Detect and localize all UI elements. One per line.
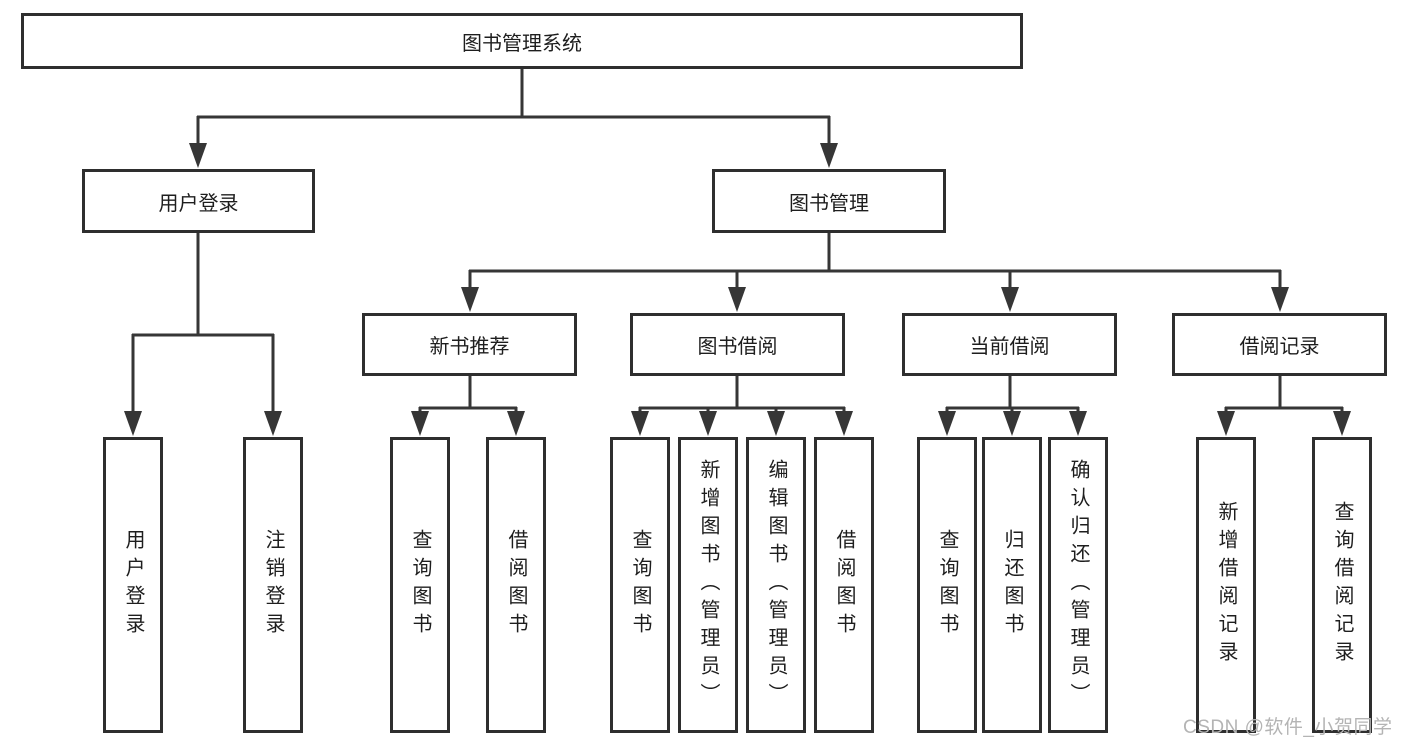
arrowhead <box>699 411 717 436</box>
leaf-query-borrow-record-label: 查询借阅记录 <box>1331 501 1353 669</box>
leaf-add-book-admin: 新增图书（管理员） <box>678 437 738 733</box>
leaf-confirm-return-admin: 确认归还（管理员） <box>1048 437 1108 733</box>
leaf-add-book-admin-label: 新增图书（管理员） <box>697 459 719 711</box>
leaf-return-books-label: 归还图书 <box>1001 529 1023 641</box>
connector-records-to-leaves <box>1224 376 1344 414</box>
leaf-return-books: 归还图书 <box>982 437 1042 733</box>
arrowhead <box>820 143 838 168</box>
node-current-borrow-label: 当前借阅 <box>969 336 1050 358</box>
arrowhead <box>728 287 746 312</box>
connector-root-to-level2 <box>196 69 831 146</box>
leaf-add-borrow-record-label: 新增借阅记录 <box>1215 501 1237 669</box>
node-new-book-recommend-label: 新书推荐 <box>429 336 510 358</box>
node-borrow-records: 借阅记录 <box>1172 313 1387 376</box>
node-new-book-recommend: 新书推荐 <box>362 313 577 376</box>
arrowhead <box>631 411 649 436</box>
leaf-borrow-books-label: 借阅图书 <box>833 529 855 641</box>
leaf-logout: 注销登录 <box>243 437 303 733</box>
leaf-borrow-books: 借阅图书 <box>814 437 874 733</box>
node-book-management: 图书管理 <box>712 169 946 233</box>
arrowhead <box>1001 287 1019 312</box>
leaf-user-login-label: 用户登录 <box>122 529 144 641</box>
arrowhead <box>124 411 142 436</box>
arrowhead <box>1333 411 1351 436</box>
node-user-login: 用户登录 <box>82 169 315 233</box>
connector-recommend-to-leaves <box>418 376 518 414</box>
leaf-logout-label: 注销登录 <box>262 529 284 641</box>
arrowhead <box>835 411 853 436</box>
leaf-user-login: 用户登录 <box>103 437 163 733</box>
leaf-edit-book-admin: 编辑图书（管理员） <box>746 437 806 733</box>
leaf-edit-book-admin-label: 编辑图书（管理员） <box>765 459 787 711</box>
node-root-label: 图书管理系统 <box>462 32 582 55</box>
leaf-add-borrow-record: 新增借阅记录 <box>1196 437 1256 733</box>
leaf-query-books-recommend: 查询图书 <box>390 437 450 733</box>
arrowhead <box>1003 411 1021 436</box>
arrowhead <box>461 287 479 312</box>
node-root: 图书管理系统 <box>21 13 1023 69</box>
node-book-borrow: 图书借阅 <box>630 313 845 376</box>
leaf-query-borrow-record: 查询借阅记录 <box>1312 437 1372 733</box>
arrowhead <box>189 143 207 168</box>
leaf-query-books-borrow-label: 查询图书 <box>629 529 651 641</box>
leaf-borrow-books-recommend-label: 借阅图书 <box>505 529 527 641</box>
node-borrow-records-label: 借阅记录 <box>1239 336 1320 358</box>
node-book-borrow-label: 图书借阅 <box>697 336 778 358</box>
leaf-query-books-current: 查询图书 <box>917 437 977 733</box>
node-current-borrow: 当前借阅 <box>902 313 1117 376</box>
node-book-management-label: 图书管理 <box>789 192 869 215</box>
arrowhead <box>938 411 956 436</box>
arrowhead <box>767 411 785 436</box>
leaf-query-books-borrow: 查询图书 <box>610 437 670 733</box>
arrowhead <box>1069 411 1087 436</box>
csdn-watermark: CSDN @软件_小贺同学 <box>1183 717 1393 738</box>
arrowhead <box>507 411 525 436</box>
node-user-login-label: 用户登录 <box>158 192 239 215</box>
connector-login-to-leaves <box>131 233 275 413</box>
arrowhead <box>1271 287 1289 312</box>
leaf-query-books-recommend-label: 查询图书 <box>409 529 431 641</box>
connector-current-to-leaves <box>945 376 1080 414</box>
leaf-borrow-books-recommend: 借阅图书 <box>486 437 546 733</box>
arrowhead <box>411 411 429 436</box>
arrowhead <box>1217 411 1235 436</box>
connector-borrow-to-leaves <box>638 376 846 414</box>
connector-management-to-level3 <box>468 233 1282 290</box>
leaf-query-books-current-label: 查询图书 <box>936 529 958 641</box>
leaf-confirm-return-admin-label: 确认归还（管理员） <box>1067 459 1089 711</box>
arrowhead <box>264 411 282 436</box>
